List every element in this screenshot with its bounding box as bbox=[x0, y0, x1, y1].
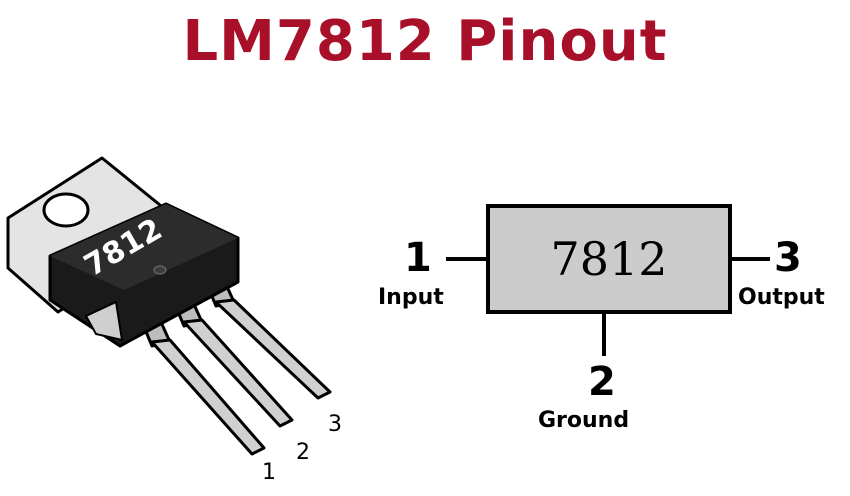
pin-3-name: Output bbox=[738, 285, 825, 310]
lead-1-number: 1 bbox=[262, 460, 276, 485]
to220-package: 7812 bbox=[6, 156, 332, 456]
pin-3-number: 3 bbox=[774, 235, 802, 281]
chip-body bbox=[486, 204, 732, 314]
package-body-notch bbox=[84, 300, 124, 342]
package-body-top bbox=[50, 204, 238, 290]
mounting-hole bbox=[42, 192, 90, 228]
pin-2-number: 2 bbox=[588, 359, 616, 405]
body-dimple bbox=[153, 265, 167, 275]
page-title: LM7812 Pinout bbox=[182, 9, 668, 74]
pin-1-number: 1 bbox=[404, 235, 432, 281]
lead-3 bbox=[204, 278, 332, 400]
pin-2-name: Ground bbox=[538, 408, 630, 433]
lead-2-number: 2 bbox=[296, 440, 310, 465]
lead-3-number: 3 bbox=[328, 412, 342, 437]
chip-label: 7812 bbox=[550, 232, 668, 286]
schematic-symbol bbox=[446, 204, 770, 356]
pin-1-name: Input bbox=[378, 285, 444, 310]
